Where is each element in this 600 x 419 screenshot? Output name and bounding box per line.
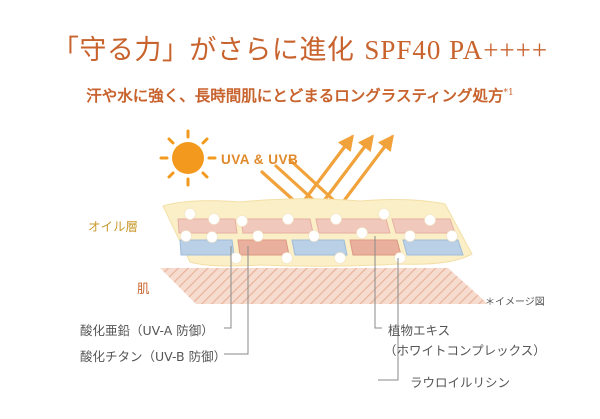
skin-layer — [160, 268, 488, 304]
page-title: 「守る力」がさらに進化 SPF40 PA++++ — [0, 28, 600, 67]
lauroyl-lysine-label: ラウロイルリシン — [410, 375, 511, 390]
subtitle-text: 汗や水に強く、長時間肌にとどまるロングラスティング処方 — [86, 86, 504, 105]
plant-extract-label: 植物エキス — [388, 323, 451, 338]
uv-label: UVA & UVB — [221, 152, 299, 167]
zinc-oxide-label: 酸化亜鉛（UV-A 防御） — [80, 323, 214, 338]
oil-layer-label: オイル層 — [88, 219, 139, 234]
white-particles — [180, 208, 458, 264]
image-note: ＊イメージ図 — [485, 297, 545, 308]
titanium-oxide-label: 酸化チタン（UV-B 防御） — [80, 349, 227, 364]
skin-label: 肌 — [137, 281, 150, 296]
uv-ray-arrows — [260, 134, 394, 208]
title-main: 「守る力」がさらに進化 — [51, 35, 355, 66]
spf-rating: SPF40 PA++++ — [364, 35, 549, 65]
leader-lines — [224, 236, 399, 381]
page-subtitle: 汗や水に強く、長時間肌にとどまるロングラスティング処方*1 — [0, 84, 600, 106]
sun-icon — [159, 129, 217, 187]
footnote-mark: *1 — [503, 87, 514, 98]
bottom-particle-row — [179, 239, 464, 256]
plant-extract-sub-label: （ホワイトコンプレックス） — [384, 343, 546, 358]
